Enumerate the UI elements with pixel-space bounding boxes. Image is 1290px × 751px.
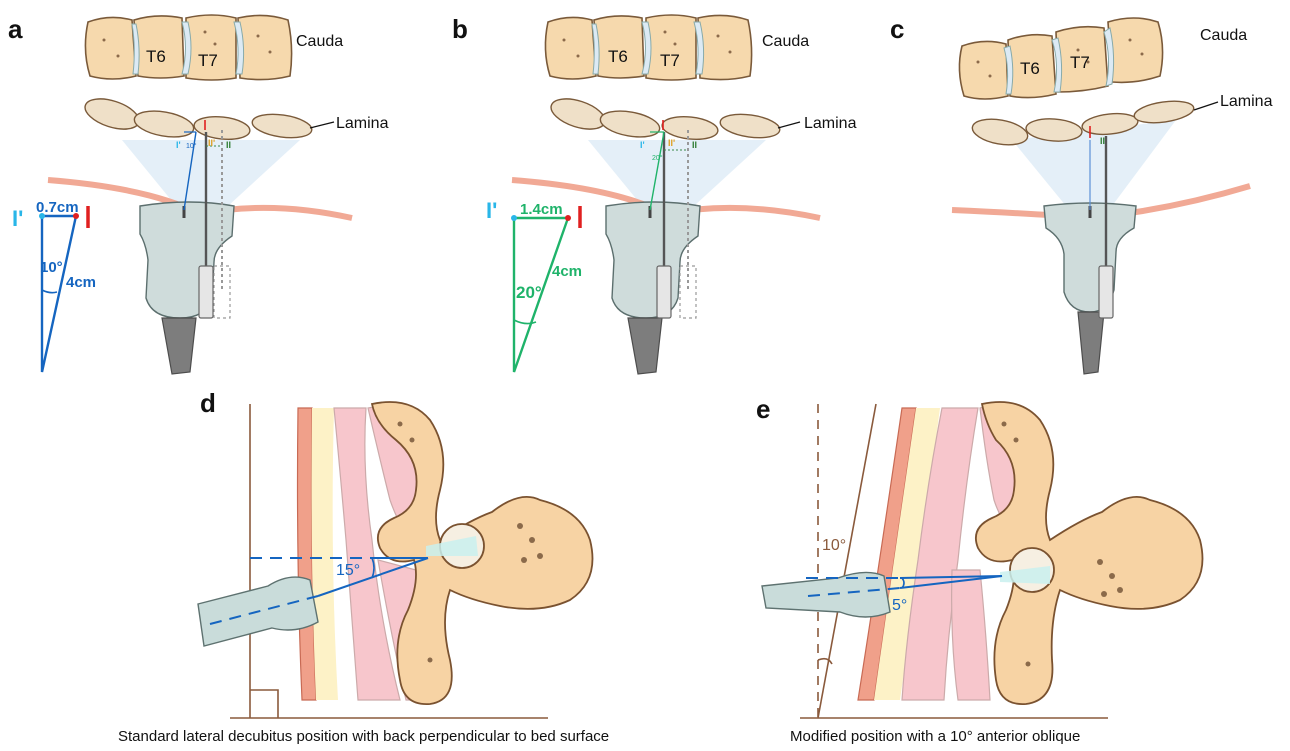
t7-label: T7 [1070,53,1090,72]
panel-letter-c: c [890,14,904,44]
triangle-hypotenuse: 4cm [552,263,582,280]
mark-ii-prime: II' [208,138,215,148]
triangle-i-prime: I' [12,206,23,231]
lamina-pointer [778,122,800,128]
laminae [81,93,313,142]
vertebra [372,402,593,704]
mark-ii: II [1100,136,1105,146]
angle-label: 5° [892,597,907,614]
ultrasound-probe [1044,203,1136,374]
triangle-distance: 0.7cm [36,199,79,216]
tilt-angle-arc [818,659,832,664]
small-angle-label: 20° [652,154,663,162]
lamina-label: Lamina [804,115,857,132]
needle-hub [657,266,671,318]
t7-label: T7 [660,51,680,70]
panel-letter-b: b [452,14,468,44]
lamina-label: Lamina [1220,93,1273,110]
probe [762,572,890,617]
t6-label: T6 [1020,59,1040,78]
lamina-pointer [1194,102,1218,110]
ultrasound-probe [606,202,700,374]
right-angle-marker [250,690,278,718]
panel-e: e 10° 5° Modified position with [756,394,1203,745]
needle-hub [199,266,213,318]
lamina-pointer [310,122,334,128]
panel-a: a T6 T7 Cauda Lamina [8,14,389,374]
needle-hub [1099,266,1113,318]
lamina-label: Lamina [336,115,389,132]
triangle-distance: 1.4cm [520,201,563,218]
panel-d: d 15° [118,388,609,745]
t6-label: T6 [146,47,166,66]
mark-ii: II [226,140,231,150]
tilt-angle-label: 10° [822,537,846,554]
triangle-hypotenuse: 4cm [66,274,96,291]
triangle-i-prime: I' [486,198,497,223]
vertebral-bodies [85,15,291,80]
mark-ii: II [692,140,697,150]
small-angle-label: 10° [186,142,197,150]
caption-e: Modified position with a 10° anterior ob… [790,728,1080,745]
vertebral-bodies [959,18,1162,99]
panel-b: b T6 T7 Cauda Lamina [452,14,857,374]
needle-hub-ghost [680,266,696,318]
caption-d: Standard lateral decubitus position with… [118,728,609,745]
cauda-label: Cauda [762,33,809,50]
ultrasound-probe [140,202,234,374]
fat-band [312,408,339,700]
vertebra [976,402,1203,704]
t7-label: T7 [198,51,218,70]
panel-c: c T6 T7 Cauda Lamina [890,14,1273,374]
needle-hub-ghost [214,266,230,318]
triangle-angle: 10° [40,259,63,276]
panel-letter-d: d [200,388,216,418]
mark-ii-prime: II' [668,138,675,148]
panel-letter-e: e [756,394,770,424]
mark-i-prime: I' [640,140,645,150]
t6-label: T6 [608,47,628,66]
panel-letter-a: a [8,14,23,44]
mark-i-prime: I' [176,140,181,150]
angle-label: 15° [336,562,360,579]
triangle-angle: 20° [516,283,542,302]
cauda-label: Cauda [1200,27,1247,44]
cauda-label: Cauda [296,33,343,50]
vertebral-bodies [545,15,751,80]
